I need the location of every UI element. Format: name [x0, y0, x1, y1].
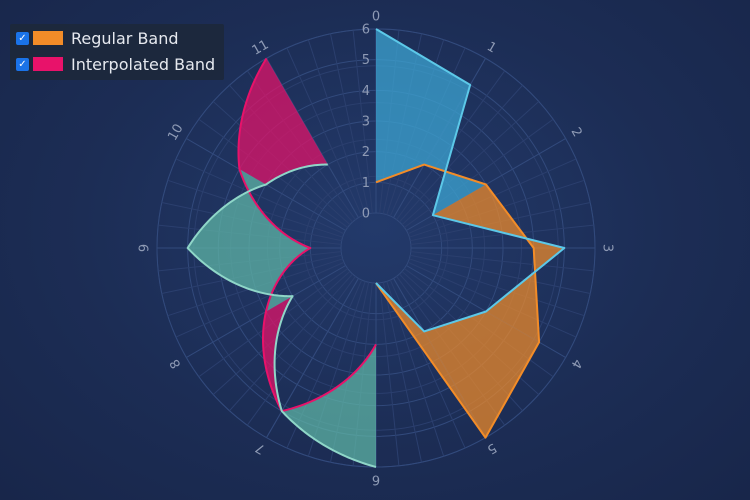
- angular-tick-label: 5: [484, 439, 499, 456]
- radial-tick-label: 4: [362, 84, 370, 99]
- radial-tick-label: 5: [362, 53, 370, 68]
- angular-minor-gridline: [329, 33, 370, 214]
- legend-item-regular-band[interactable]: ✓ Regular Band: [16, 27, 179, 49]
- angular-minor-gridline: [229, 273, 353, 412]
- band-fill-interpolated: [238, 58, 328, 185]
- angular-minor-gridline: [399, 84, 523, 223]
- angular-tick-label: 1: [484, 39, 499, 56]
- angular-minor-gridline: [410, 251, 594, 272]
- angular-tick-label: 10: [165, 122, 186, 144]
- chart-legend: ✓ Regular Band ✓ Interpolated Band: [10, 24, 224, 80]
- angular-minor-gridline: [352, 30, 373, 214]
- radial-tick-label: 0: [362, 207, 370, 222]
- angular-minor-gridline: [410, 224, 594, 245]
- checkbox-checked-icon[interactable]: ✓: [16, 31, 29, 45]
- angular-minor-gridline: [212, 271, 351, 395]
- band-line-y-interpolated: [237, 57, 377, 413]
- angular-tick-label: 7: [253, 439, 268, 456]
- angular-minor-gridline: [246, 276, 356, 426]
- legend-swatch-regular-band: [33, 31, 63, 45]
- angular-minor-gridline: [401, 101, 540, 225]
- angular-tick-label: 3: [600, 244, 615, 252]
- band-line-y-regular: [375, 163, 541, 439]
- angular-minor-gridline: [379, 282, 400, 466]
- angular-minor-gridline: [286, 47, 363, 217]
- band-fill-regular: [424, 311, 540, 438]
- band-fill-regular: [432, 184, 565, 248]
- legend-swatch-interpolated-band: [33, 57, 63, 71]
- radial-tick-label: 3: [362, 115, 370, 130]
- radial-gridline: [340, 212, 412, 284]
- angular-tick-label: 11: [250, 37, 272, 58]
- angular-minor-gridline: [404, 118, 554, 228]
- band-line-y1-regular: [375, 28, 566, 333]
- band-fill-regular: [376, 29, 471, 183]
- angular-tick-label: 0: [372, 10, 380, 25]
- radial-tick-label: 2: [362, 145, 370, 160]
- angular-minor-gridline: [175, 158, 345, 235]
- radial-tick-label: 1: [362, 176, 370, 191]
- legend-label-interpolated-band: Interpolated Band: [71, 54, 216, 74]
- band-fill-regular: [424, 84, 486, 216]
- angular-minor-gridline: [410, 254, 591, 295]
- angular-tick-label: 6: [372, 472, 380, 487]
- angular-minor-gridline: [409, 258, 585, 317]
- angular-minor-gridline: [407, 261, 577, 338]
- angular-tick-label: 9: [138, 244, 153, 252]
- angular-tick-label: 2: [567, 125, 584, 140]
- angular-minor-gridline: [382, 282, 423, 463]
- legend-item-interpolated-band[interactable]: ✓ Interpolated Band: [16, 53, 215, 75]
- angular-minor-gridline: [307, 39, 366, 215]
- angular-tick-label: 8: [167, 356, 184, 371]
- angular-tick-label: 4: [567, 356, 584, 371]
- legend-label-regular-band: Regular Band: [71, 28, 179, 48]
- band-line-y1-interpolated: [186, 163, 377, 468]
- angular-minor-gridline: [389, 279, 466, 449]
- radial-tick-label: 6: [362, 23, 370, 38]
- band-fill-interpolated: [187, 248, 311, 312]
- angular-gridline: [266, 58, 359, 218]
- checkbox-checked-icon[interactable]: ✓: [16, 57, 29, 71]
- angular-minor-gridline: [175, 261, 345, 338]
- band-fill-interpolated: [187, 169, 311, 248]
- band-fill-regular: [485, 248, 565, 343]
